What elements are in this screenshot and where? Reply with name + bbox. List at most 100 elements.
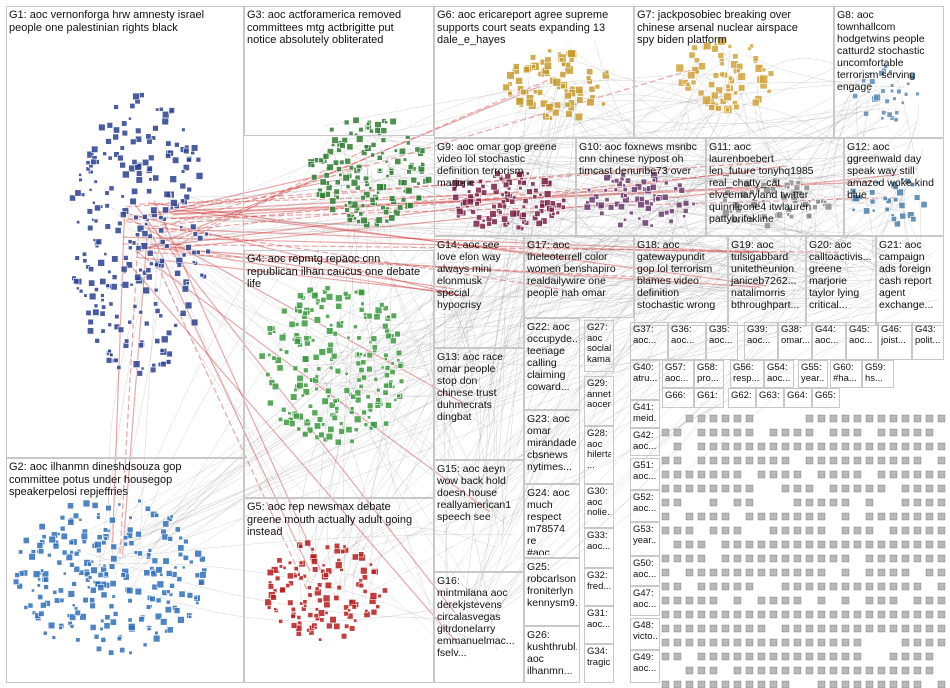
graph-edge [113,139,778,556]
graph-node [673,186,679,192]
graph-node [353,618,358,623]
graph-node [186,156,192,163]
graph-node-small [901,498,910,507]
graph-node [155,597,162,604]
graph-edge [174,254,844,300]
graph-node-small [853,526,862,535]
graph-node-small [721,554,730,563]
graph-node [723,92,732,102]
graph-node [349,406,355,411]
group-label-g20: G20: aoc calltoactivis... greene marjori… [809,239,872,311]
graph-edge [859,260,888,279]
graph-node [165,359,172,365]
group-box-g52 [630,490,660,522]
graph-node [128,540,135,547]
graph-node [47,552,52,558]
graph-node [333,622,341,630]
graph-node-small [709,582,718,591]
graph-node [368,128,374,134]
graph-node [87,318,94,326]
graph-edge [352,267,786,380]
graph-node-small [673,526,682,535]
graph-node [370,142,377,148]
graph-node-small [889,652,898,661]
graph-node-small [925,526,934,535]
group-label-g12: G12: aoc ggreenwald day speak way still … [847,141,934,201]
graph-node-small [673,470,682,479]
graph-node [368,562,373,567]
graph-node [415,194,422,202]
graph-node [104,223,111,230]
group-box-g10 [576,138,706,236]
graph-edge [135,238,910,556]
graph-node [107,269,112,274]
graph-node-small [937,526,946,535]
graph-node [74,609,81,616]
graph-node [669,208,675,214]
graph-edge [467,53,707,315]
group-label-g52: G52: aoc... [633,493,657,514]
graph-node [651,178,656,183]
graph-node [535,219,543,227]
group-box-g4 [244,250,434,498]
graph-node [108,603,115,610]
graph-node-small [901,582,910,591]
graph-node-small [913,596,922,605]
graph-node-small [781,484,790,493]
graph-node-small [817,498,826,507]
graph-node-small [781,512,790,521]
graph-node-small [745,414,754,423]
graph-node [108,649,115,656]
graph-node [530,181,536,187]
graph-edge [858,126,931,283]
graph-node-small [733,414,742,423]
graph-edge [314,307,480,384]
graph-node-small [769,512,778,521]
graph-node [96,534,103,541]
graph-node [717,52,725,59]
graph-node [278,619,283,624]
group-box-g13 [434,348,524,460]
graph-node [126,586,134,595]
graph-node [178,590,186,598]
graph-edge [443,102,738,643]
graph-node [119,647,126,654]
graph-node-small [889,442,898,451]
graph-node [94,204,101,212]
graph-node [62,571,67,576]
graph-node [36,583,41,588]
graph-node [174,526,181,533]
graph-node [318,304,325,310]
graph-node [324,544,331,550]
graph-node [725,83,731,89]
graph-node [87,561,92,567]
graph-node-small [829,414,838,423]
group-box-g56 [730,360,764,388]
graph-edge [676,111,859,146]
graph-edge [577,89,696,263]
graph-node [319,178,327,186]
graph-node [534,204,539,210]
graph-node-small [745,582,754,591]
graph-node [174,142,180,148]
graph-node [334,367,342,375]
graph-node [43,584,49,590]
graph-node [711,45,719,53]
graph-node [78,517,83,522]
graph-node [393,209,401,217]
graph-node-small [829,652,838,661]
graph-node-small [697,638,706,647]
graph-node [37,594,44,600]
graph-node-small [865,484,874,493]
graph-node [310,163,316,168]
graph-node [397,362,404,369]
graph-edge [639,143,839,267]
graph-node [298,560,304,566]
graph-node [137,342,144,349]
graph-node [603,188,608,193]
graph-node-small [901,680,910,688]
graph-edge [124,222,174,269]
graph-node [102,527,109,533]
graph-edge [481,254,760,274]
